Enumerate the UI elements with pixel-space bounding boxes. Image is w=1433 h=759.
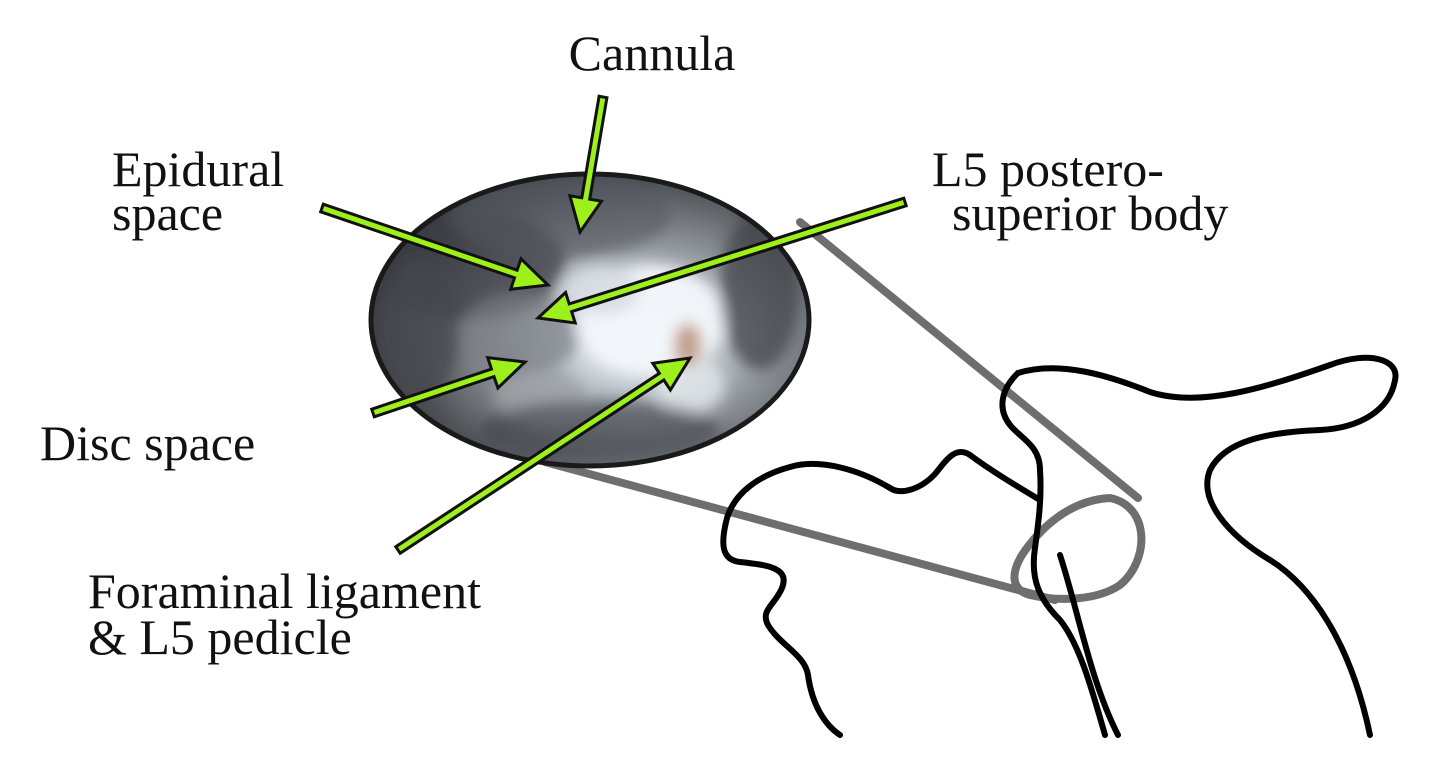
arrow-disc-space — [369, 355, 529, 419]
zoom-line-lower — [541, 458, 1059, 604]
labels: Cannula Epidural space L5 postero- super… — [40, 25, 1228, 665]
label-foraminal-line2: & L5 pedicle — [88, 609, 352, 665]
spine-sagittal-outline — [720, 354, 1399, 738]
vertebral-body-upper-outline — [1015, 354, 1399, 738]
label-l5-line1: L5 postero- — [932, 141, 1164, 197]
arrow-cannula — [567, 94, 609, 236]
arrow-l5-postero-superior-body — [534, 196, 909, 325]
articular-process-outline — [999, 370, 1108, 738]
arrow-epidural-space — [318, 202, 552, 291]
zoom-lines — [541, 218, 1146, 604]
label-epidural-line2: space — [112, 185, 223, 241]
label-l5-line2: superior body — [952, 185, 1228, 241]
label-cannula: Cannula — [569, 25, 736, 81]
lamina-outline — [720, 449, 1043, 738]
arrow-foraminal-ligament-l5-pedicle — [393, 356, 693, 556]
zoom-line-upper — [796, 218, 1142, 502]
label-foraminal-line1: Foraminal ligament — [88, 563, 481, 619]
label-disc-space: Disc space — [40, 415, 255, 471]
arrows — [318, 94, 909, 556]
pars-outline — [1057, 552, 1121, 738]
label-epidural-line1: Epidural — [112, 141, 284, 197]
zoom-target-ring — [1010, 493, 1146, 603]
